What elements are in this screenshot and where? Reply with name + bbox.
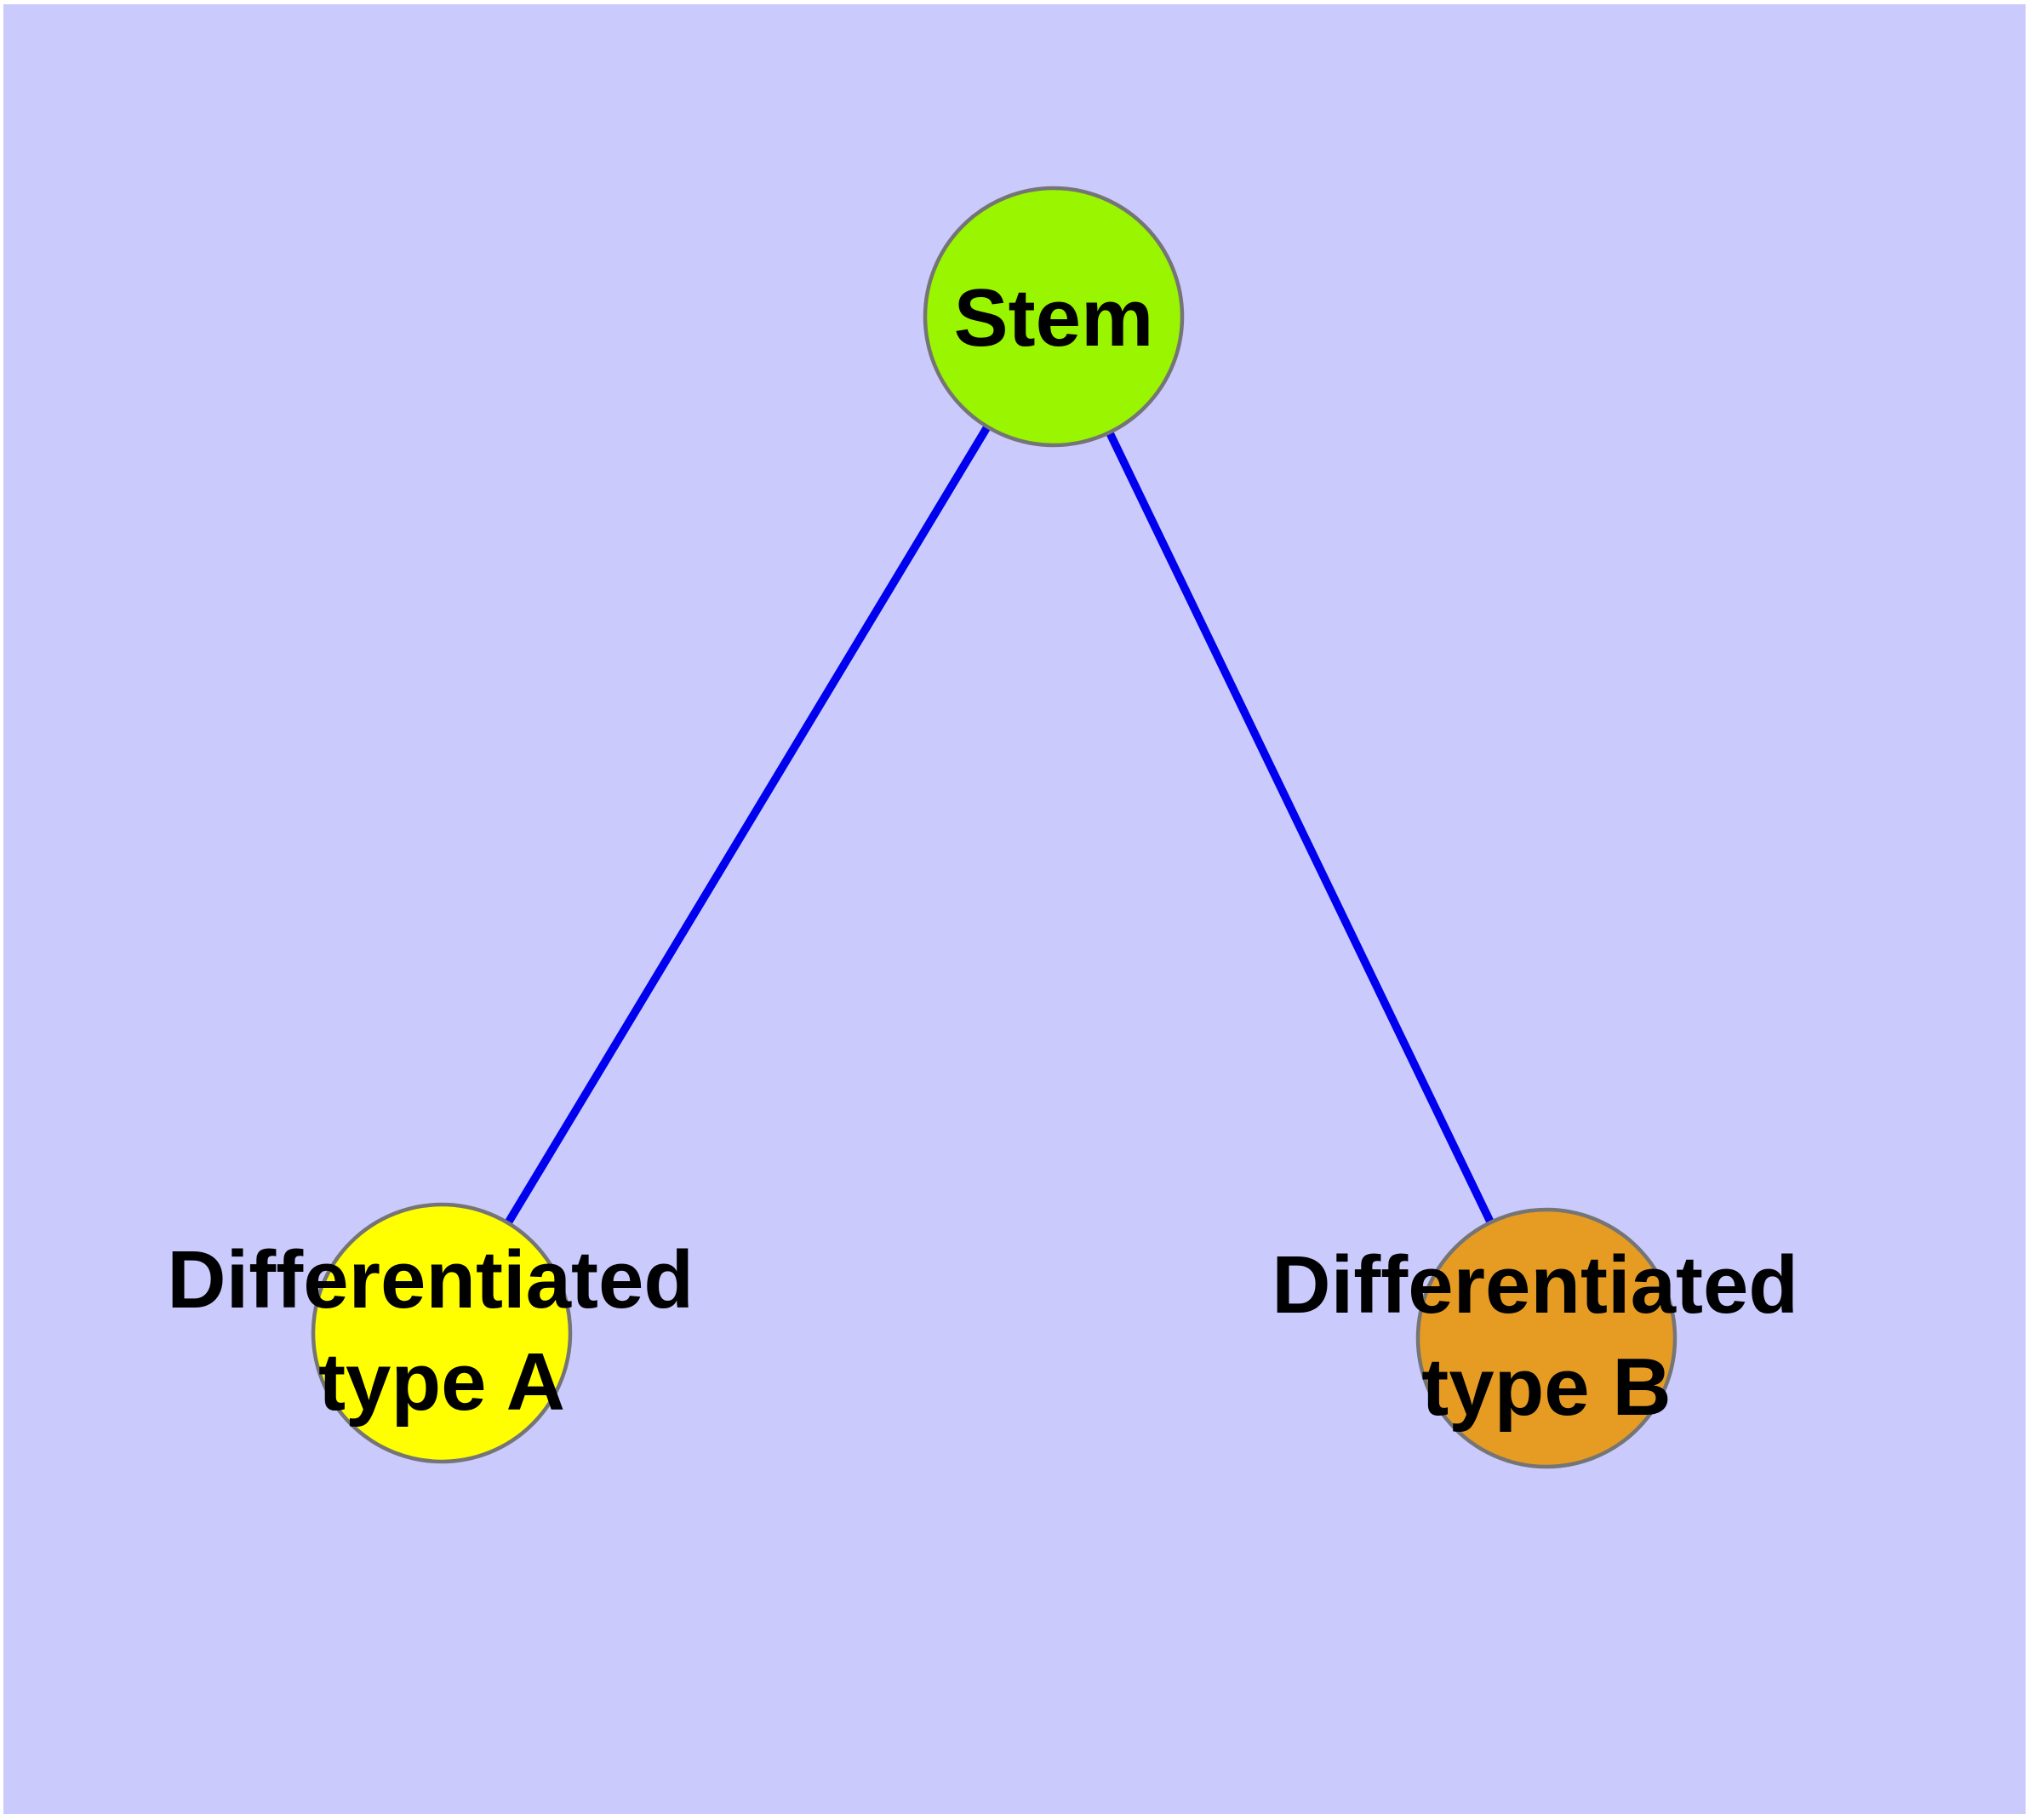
node-type-a: Differentiated type A: [167, 1202, 716, 1464]
node-type-a-label: Differentiated type A: [167, 1234, 716, 1428]
edge-stem-to-type-b: [1049, 314, 1551, 1341]
node-type-b-label-line1: Differentiated: [1272, 1239, 1798, 1331]
node-stem-label: Stem: [954, 272, 1154, 363]
node-stem: Stem: [923, 186, 1185, 448]
node-stem-circle: [923, 186, 1185, 448]
node-type-a-label-line2: type A: [318, 1336, 565, 1428]
node-type-b-label-line2: type B: [1421, 1342, 1671, 1433]
node-type-a-circle: [311, 1202, 573, 1464]
node-type-b: Differentiated type B: [1272, 1207, 1820, 1469]
node-type-a-label-line1: Differentiated: [167, 1234, 694, 1325]
edge-stem-to-type-a: [437, 314, 1058, 1336]
node-type-b-circle: [1415, 1207, 1677, 1469]
node-type-b-label: Differentiated type B: [1272, 1239, 1820, 1433]
edges-layer: [437, 314, 1551, 1341]
